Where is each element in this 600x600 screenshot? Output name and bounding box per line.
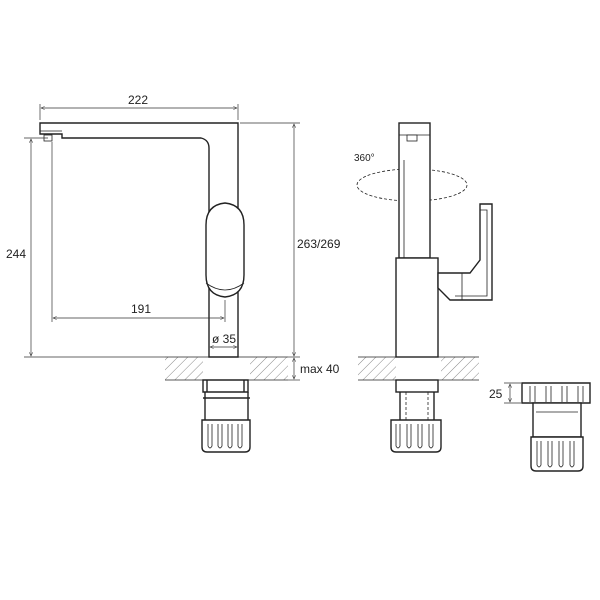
nut-cap — [521, 382, 591, 404]
side-mount-nut — [395, 379, 439, 393]
rotation-label: 360° — [354, 153, 375, 164]
dim-label-244: 244 — [6, 247, 26, 261]
nut-detail: 25 — [489, 382, 591, 472]
dim-label-max-40: max 40 — [300, 362, 340, 376]
countertop-hatch-left — [165, 357, 203, 380]
nut-body — [532, 402, 582, 438]
rotation-ellipse — [356, 168, 468, 202]
front-view: 222 244 191 ø 35 263/269 max 40 — [6, 93, 341, 453]
side-body — [395, 257, 439, 358]
front-mount-nut — [202, 379, 249, 393]
side-countertop-hatch-left — [358, 357, 396, 380]
dim-label-dia-35: ø 35 — [212, 332, 236, 346]
dim-label-25: 25 — [489, 387, 503, 401]
dim-label-191: 191 — [131, 302, 151, 316]
side-shank — [399, 392, 435, 420]
countertop-hatch-right — [250, 357, 288, 380]
nut-ribbed-base — [530, 436, 584, 472]
front-lever — [205, 202, 245, 298]
side-view: 360° — [354, 122, 493, 453]
side-countertop-hatch-right — [441, 357, 479, 380]
dim-label-263-269: 263/269 — [297, 237, 341, 251]
side-lever — [437, 203, 493, 301]
dim-label-222: 222 — [128, 93, 148, 107]
front-shank — [203, 392, 250, 420]
side-ribbed-body — [390, 419, 442, 453]
front-spout — [39, 122, 239, 358]
